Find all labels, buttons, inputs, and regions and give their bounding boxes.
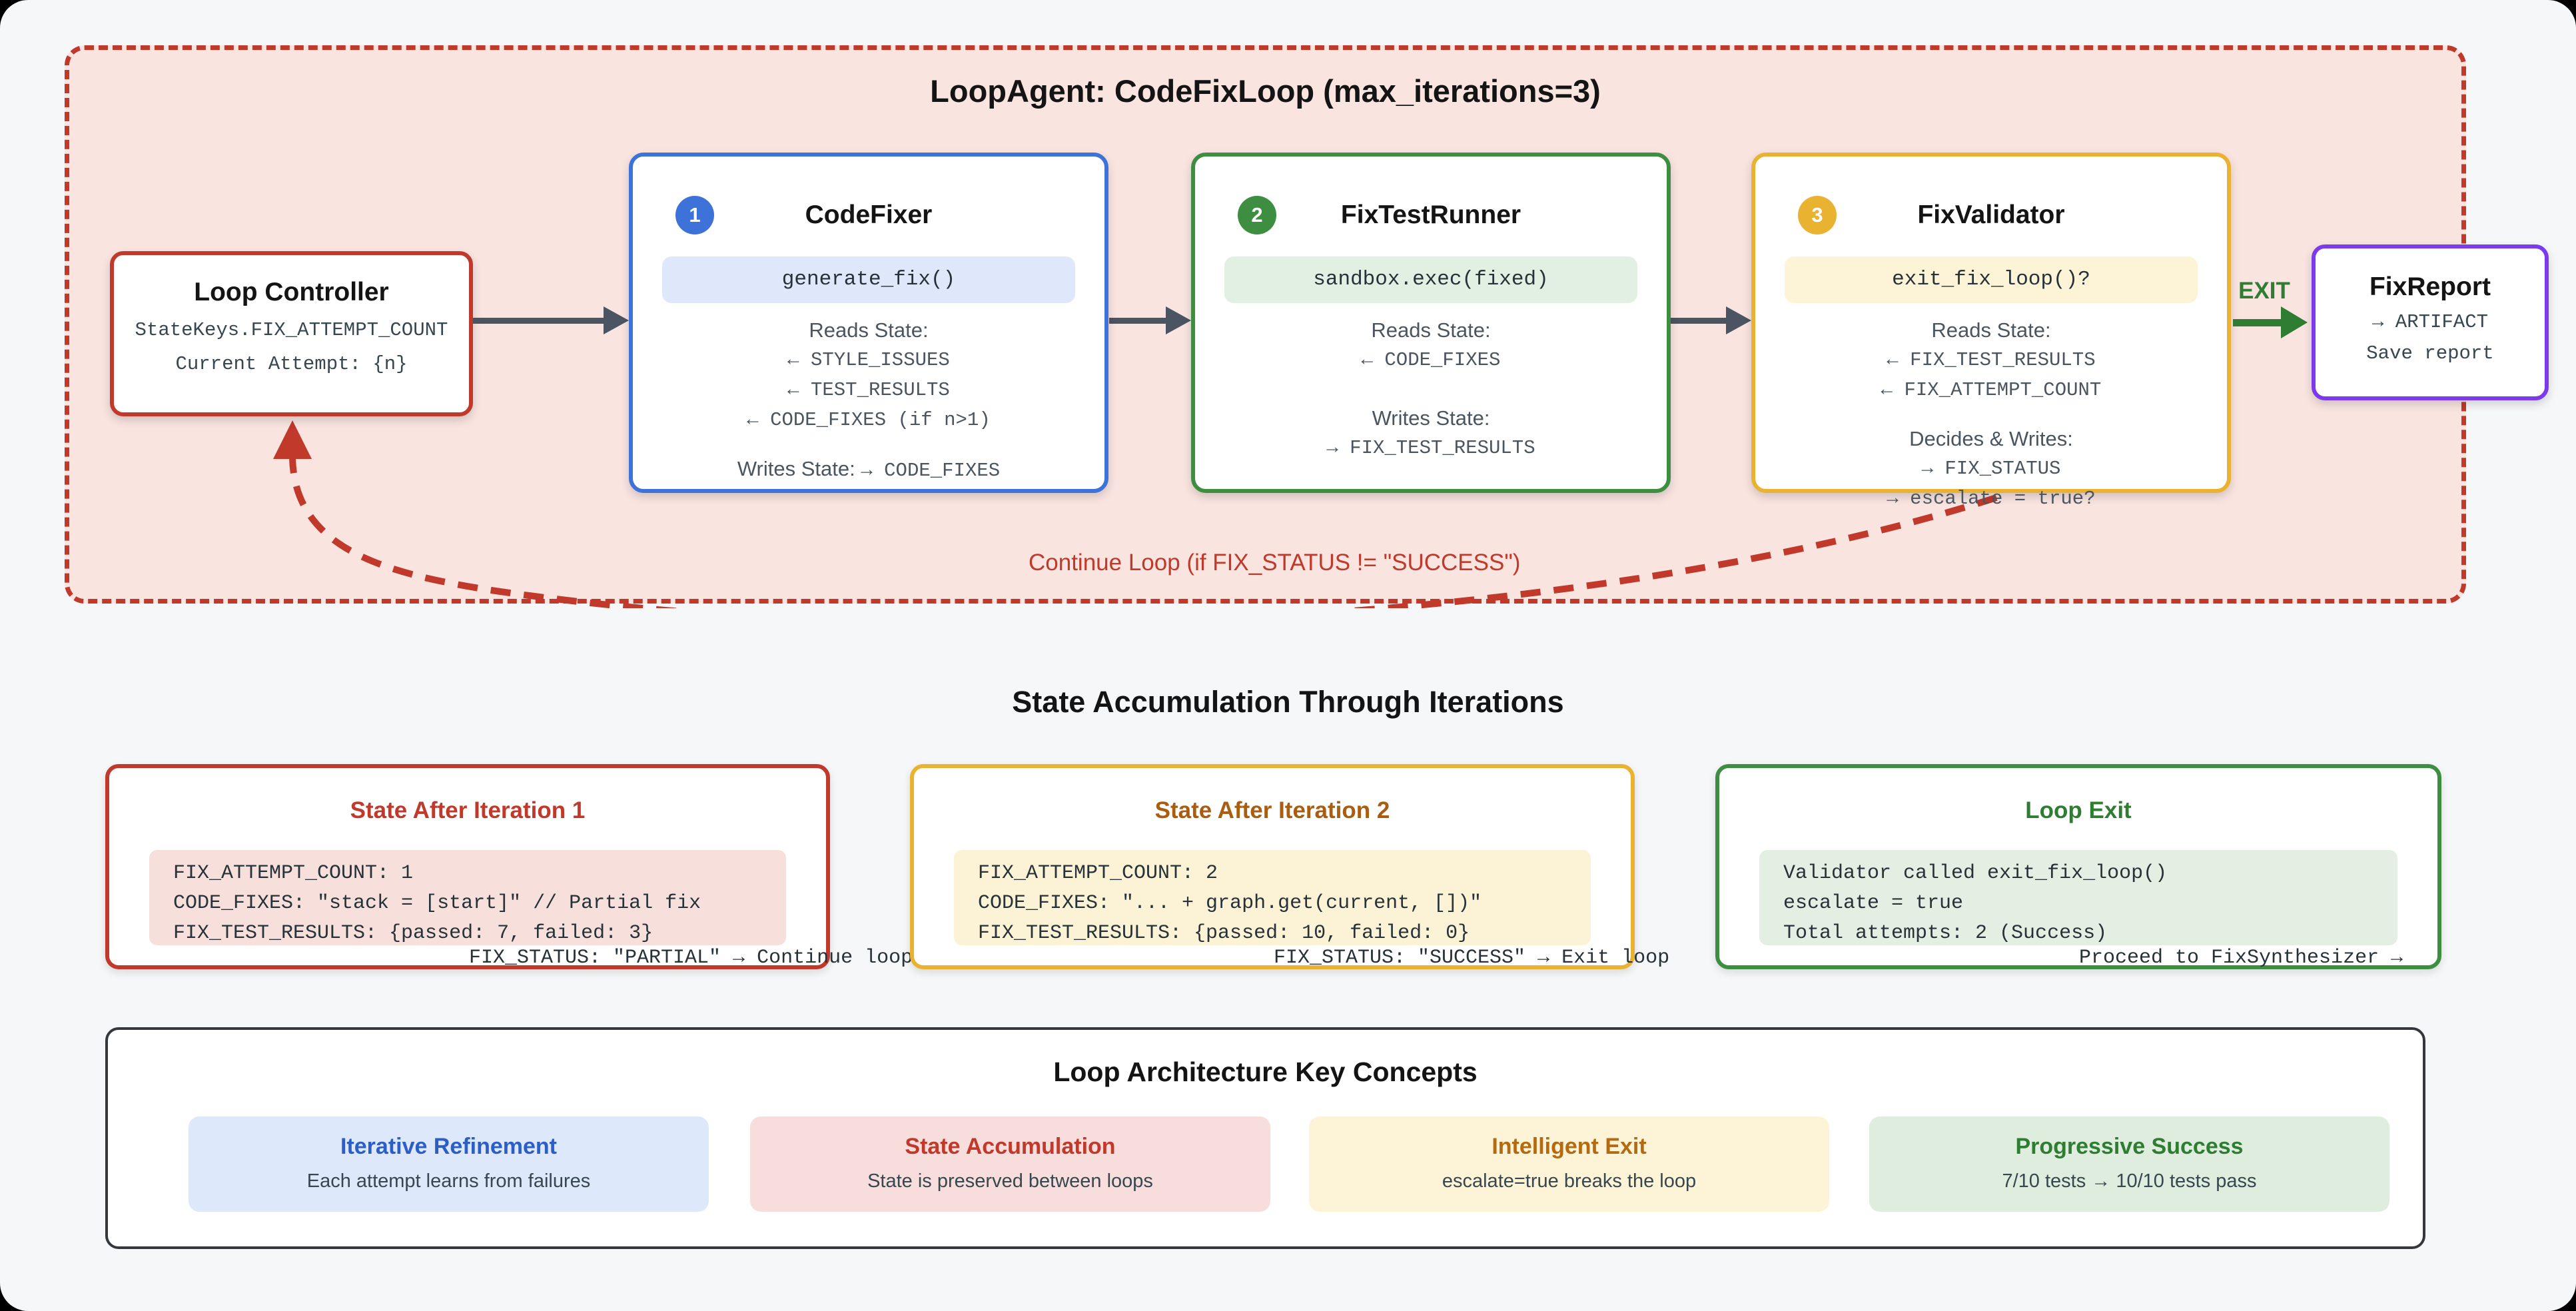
state-footer-line: Proceed to FixSynthesizer → <box>2079 947 2403 969</box>
code-line: FIX_TEST_RESULTS: {passed: 10, failed: 0… <box>978 922 1470 945</box>
writes-state-line: Writes State: → CODE_FIXES <box>633 454 1104 486</box>
state-key-line: ← CODE_FIXES <box>1361 349 1501 371</box>
reads-state-label: Reads State: <box>1371 318 1491 342</box>
agent-box-codefixer: 1 CodeFixer generate_fix() Reads State: … <box>629 153 1108 493</box>
concept-card-iterative-refinement: Iterative Refinement Each attempt learns… <box>189 1116 709 1212</box>
state-box-title: State After Iteration 1 <box>350 797 586 823</box>
loop-agent-title: LoopAgent: CodeFixLoop (max_iterations=3… <box>930 73 1601 109</box>
writes-state-label: Writes State: <box>737 457 855 480</box>
step-badge-1: 1 <box>675 196 714 234</box>
loop-controller-box: Loop Controller StateKeys.FIX_ATTEMPT_CO… <box>110 251 473 416</box>
agent-code-pill: sandbox.exec(fixed) <box>1224 256 1637 303</box>
state-box-iteration-2: State After Iteration 2 FIX_ATTEMPT_COUN… <box>910 764 1669 969</box>
flow-arrow-icon <box>473 306 629 334</box>
reads-state-label: Reads State: <box>1931 318 2051 342</box>
agent-code-pill: generate_fix() <box>662 256 1075 303</box>
code-line: FIX_ATTEMPT_COUNT: 2 <box>978 862 1218 885</box>
continue-loop-label: Continue Loop (if FIX_STATUS != "SUCCESS… <box>1029 550 1521 576</box>
state-key-line: ← STYLE_ISSUES <box>787 349 950 371</box>
loop-controller-title: Loop Controller <box>194 278 389 306</box>
state-key-line: ← CODE_FIXES (if n>1) <box>747 409 991 431</box>
code-line: CODE_FIXES: "... + graph.get(current, []… <box>978 892 1482 915</box>
fix-report-artifact: → ARTIFACT <box>2371 311 2489 333</box>
state-box-iteration-1: State After Iteration 1 FIX_ATTEMPT_COUN… <box>105 764 913 969</box>
concept-title: State Accumulation <box>905 1134 1116 1159</box>
concept-subtitle: Each attempt learns from failures <box>306 1170 591 1192</box>
loop-agent-container: LoopAgent: CodeFixLoop (max_iterations=3… <box>65 45 2549 608</box>
code-line: CODE_FIXES: "stack = [start]" // Partial… <box>173 892 701 915</box>
key-concepts-panel: Loop Architecture Key Concepts Iterative… <box>105 1027 2425 1249</box>
code-line: Total attempts: 2 (Success) <box>1783 922 2108 945</box>
fix-report-box: FixReport → ARTIFACT Save report <box>2312 244 2549 400</box>
concept-subtitle: escalate=true breaks the loop <box>1442 1170 1697 1192</box>
state-footer-line: FIX_STATUS: "SUCCESS" → Exit loop <box>1274 947 1670 969</box>
concept-title: Progressive Success <box>2015 1134 2244 1159</box>
concept-title: Iterative Refinement <box>340 1134 557 1159</box>
state-key-line: → escalate = true? <box>1887 488 2096 510</box>
concept-card-intelligent-exit: Intelligent Exit escalate=true breaks th… <box>1309 1116 1829 1212</box>
concept-card-progressive-success: Progressive Success 7/10 tests → 10/10 t… <box>1869 1116 2389 1212</box>
state-key-line: → FIX_TEST_RESULTS <box>1326 437 1535 459</box>
flow-arrow-icon <box>1109 306 1191 334</box>
agent-code-pill: exit_fix_loop()? <box>1785 256 2198 303</box>
state-key-line: ← FIX_ATTEMPT_COUNT <box>1881 379 2102 401</box>
state-footer-line: FIX_STATUS: "PARTIAL" → Continue loop <box>469 947 913 969</box>
concept-subtitle: State is preserved between loops <box>867 1170 1153 1192</box>
agent-state-rows: Reads State: ← STYLE_ISSUES ← TEST_RESUL… <box>633 315 1104 486</box>
code-line: FIX_ATTEMPT_COUNT: 1 <box>173 862 414 885</box>
state-code-block: FIX_ATTEMPT_COUNT: 1 CODE_FIXES: "stack … <box>149 850 786 945</box>
state-key-line: → FIX_STATUS <box>1921 458 2061 480</box>
decides-writes-label: Decides & Writes: <box>1909 427 2073 450</box>
concept-card-state-accumulation: State Accumulation State is preserved be… <box>750 1116 1270 1212</box>
state-section-title: State Accumulation Through Iterations <box>1012 685 1564 719</box>
loop-controller-statekey: StateKeys.FIX_ATTEMPT_COUNT <box>135 319 448 341</box>
exit-label: EXIT <box>2238 278 2290 304</box>
agent-title-codefixer: CodeFixer <box>805 201 933 229</box>
state-box-loop-exit: Loop Exit Validator called exit_fix_loop… <box>1715 764 2441 969</box>
fix-report-title: FixReport <box>2369 272 2491 301</box>
concept-subtitle: 7/10 tests → 10/10 tests pass <box>2002 1170 2257 1192</box>
key-concepts-title: Loop Architecture Key Concepts <box>1053 1057 1478 1087</box>
concept-title: Intelligent Exit <box>1492 1134 1647 1159</box>
writes-state-value: → CODE_FIXES <box>861 460 1001 482</box>
state-box-title: Loop Exit <box>2025 797 2132 823</box>
code-line: Validator called exit_fix_loop() <box>1783 862 2168 885</box>
agent-state-rows: Reads State: ← FIX_TEST_RESULTS ← FIX_AT… <box>1755 315 2227 514</box>
reads-state-label: Reads State: <box>809 318 929 342</box>
fix-report-save: Save report <box>2366 342 2494 364</box>
agent-title-fixvalidator: FixValidator <box>1917 201 2065 229</box>
state-code-block: Validator called exit_fix_loop() escalat… <box>1759 850 2397 945</box>
state-code-block: FIX_ATTEMPT_COUNT: 2 CODE_FIXES: "... + … <box>954 850 1591 945</box>
agent-state-rows: Reads State: ← CODE_FIXES Writes State: … <box>1195 315 1667 463</box>
exit-arrow-icon <box>2233 306 2308 338</box>
agent-box-fixtestrunner: 2 FixTestRunner sandbox.exec(fixed) Read… <box>1191 153 1671 493</box>
row-spacer <box>1195 375 1667 403</box>
loop-controller-attempt: Current Attempt: {n} <box>175 353 408 375</box>
code-line: escalate = true <box>1783 892 1964 915</box>
state-box-title: State After Iteration 2 <box>1154 797 1390 823</box>
agent-title-fixtestrunner: FixTestRunner <box>1340 201 1521 229</box>
code-line: FIX_TEST_RESULTS: {passed: 7, failed: 3} <box>173 922 653 945</box>
flow-arrow-icon <box>1669 306 1751 334</box>
state-key-line: ← TEST_RESULTS <box>787 379 950 401</box>
state-key-line: ← FIX_TEST_RESULTS <box>1887 349 2096 371</box>
agent-box-fixvalidator: 3 FixValidator exit_fix_loop()? Reads St… <box>1751 153 2231 510</box>
writes-state-label: Writes State: <box>1372 406 1490 430</box>
step-badge-2: 2 <box>1238 196 1276 234</box>
step-badge-3: 3 <box>1798 196 1837 234</box>
